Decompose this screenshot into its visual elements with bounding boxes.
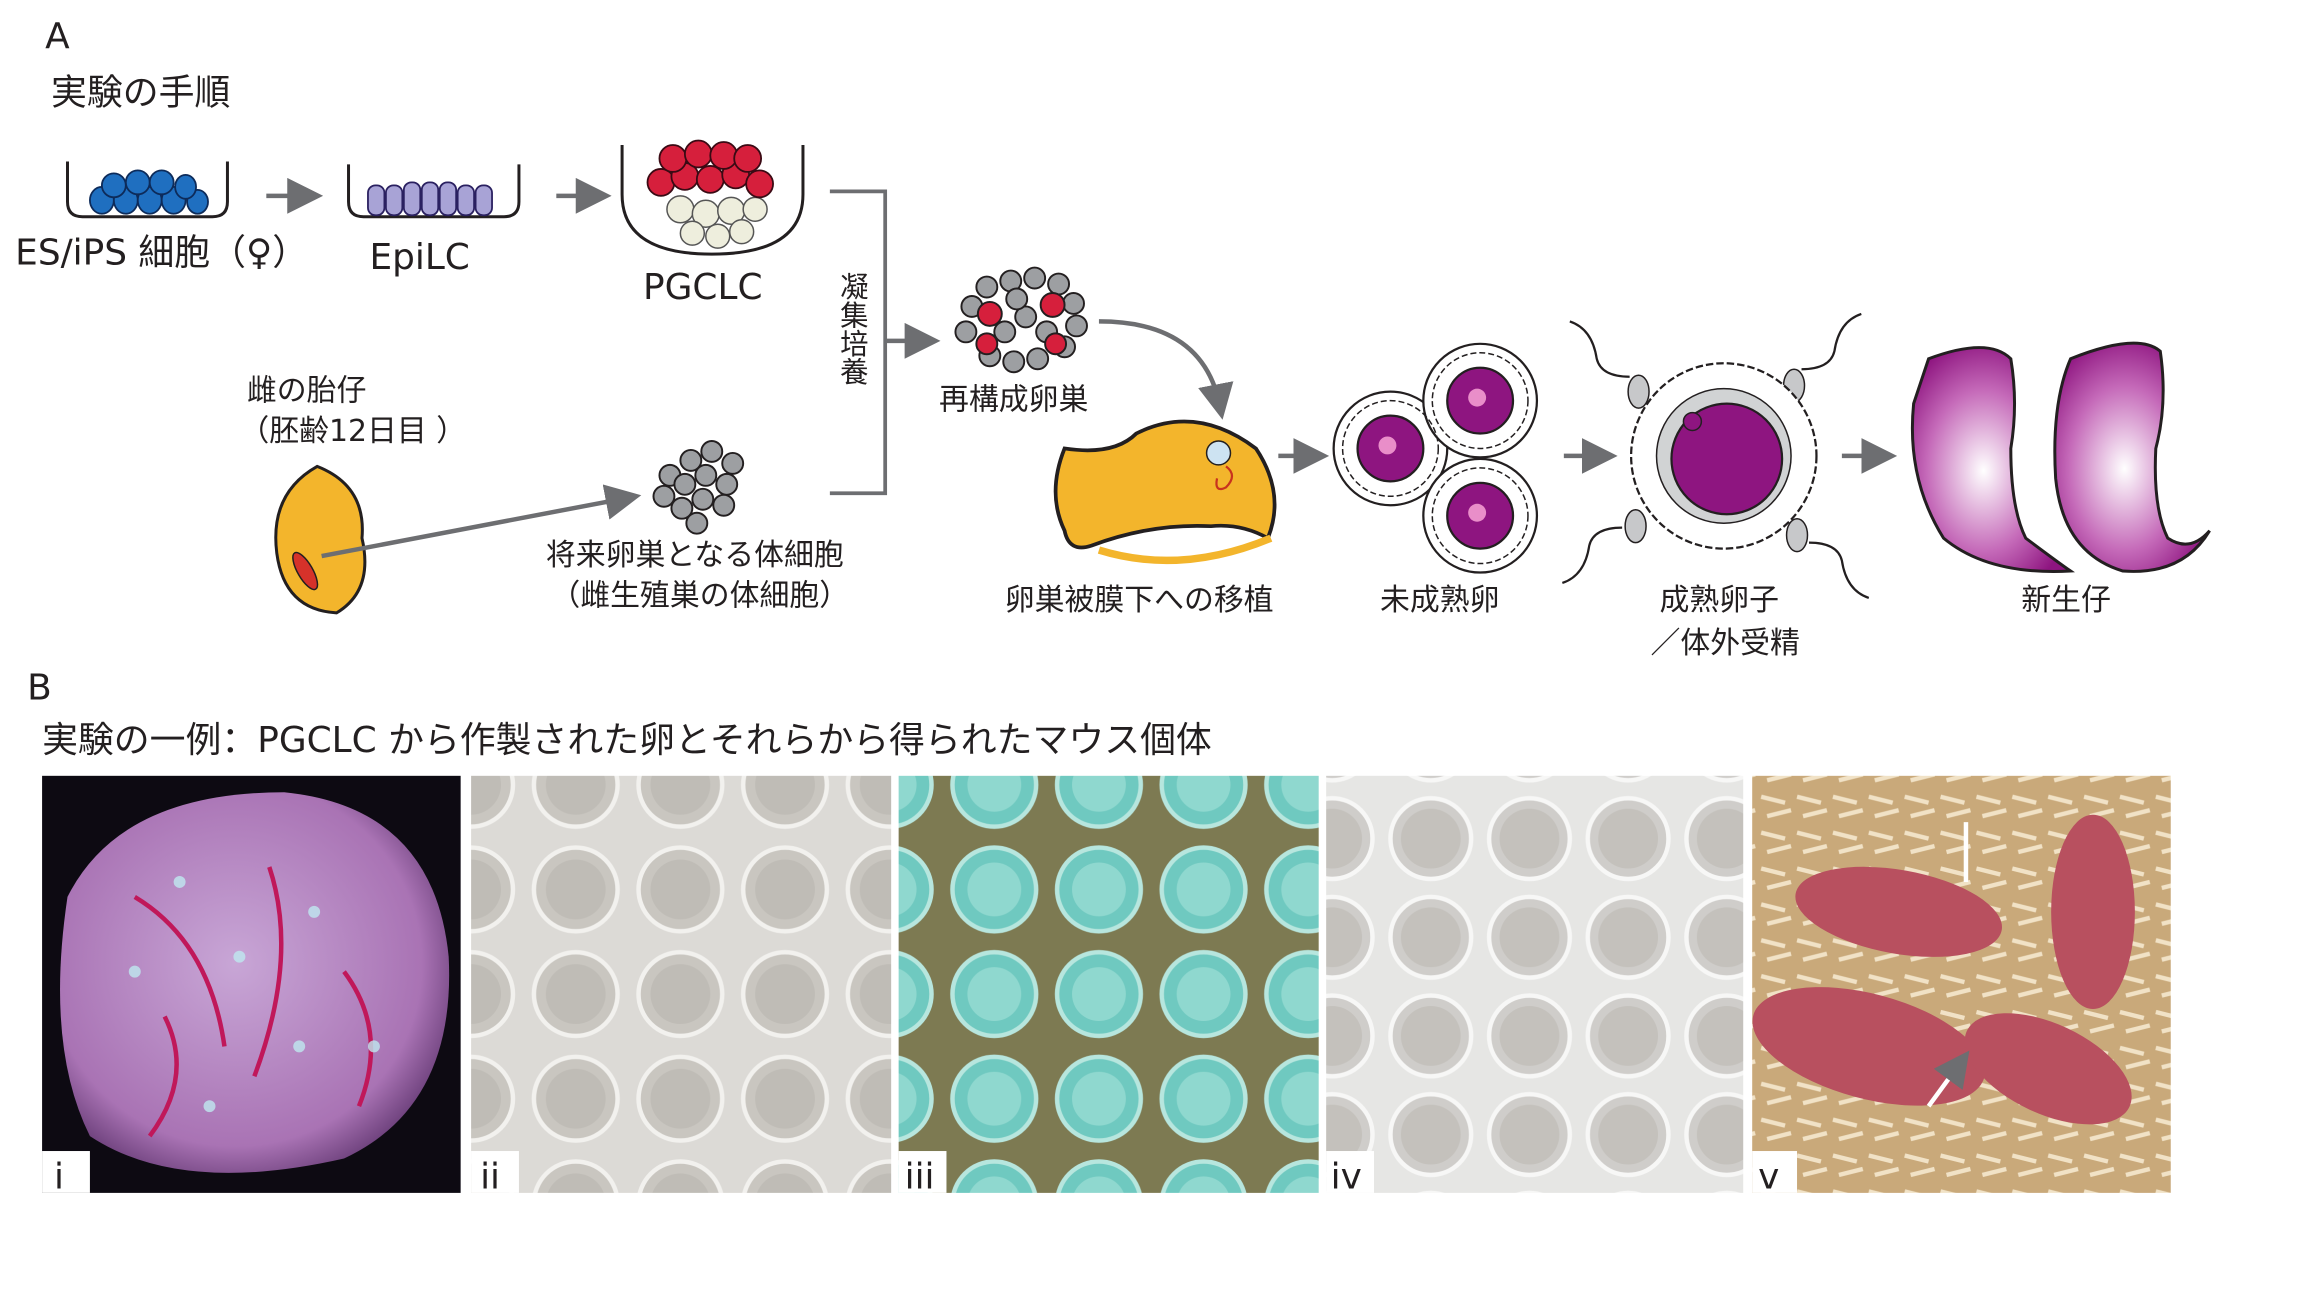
panel-b-title: 実験の一例：PGCLC から作製された卵とそれらから得られたマウス個体: [42, 720, 1212, 761]
panel-b-letter: B: [27, 668, 52, 709]
es-ips-dish: [66, 161, 229, 219]
es-cells: [89, 169, 209, 215]
mature-label-1: 成熟卵子: [1660, 583, 1780, 618]
newborn-label: 新生仔: [2021, 583, 2111, 618]
somatic-label-1: 将来卵巣となる体細胞: [546, 538, 844, 573]
mature-oocyte-icon: [1561, 312, 1870, 600]
somatic-label-2: （雌生殖巣の体細胞）: [550, 578, 849, 613]
mouse-icon: [1053, 419, 1277, 565]
somatic-cells-icon: [652, 440, 745, 535]
epilc-dish: [347, 164, 521, 219]
photo-iv: iv: [1326, 775, 1744, 1197]
photo-iii: iii: [898, 775, 1319, 1197]
photo-label: iv: [1331, 1156, 1362, 1197]
photo-label: ii: [480, 1156, 500, 1197]
photo-label: i: [54, 1156, 64, 1197]
pgclc-label: PGCLC: [643, 267, 762, 308]
immature-oocytes-icon: [1332, 342, 1539, 574]
arrow-curved: [1098, 319, 1234, 420]
embryo-label-2: （胚齢12日目 ）: [239, 414, 466, 449]
photo-v: v: [1752, 775, 2171, 1197]
embryo-label-1: 雌の胎仔: [247, 374, 367, 409]
photo-ii: ii: [471, 775, 892, 1197]
gonad-icon: [292, 551, 319, 591]
aggregation-label: 凝集培養: [836, 272, 869, 386]
mature-label-2: ／体外受精: [1651, 626, 1800, 661]
panel-a-letter: A: [45, 16, 70, 57]
epilc-label: EpiLC: [369, 237, 469, 278]
newborn-pups-icon: [1910, 341, 2211, 573]
panel-a-title: 実験の手順: [51, 73, 230, 114]
reconstituted-ovary-icon: [954, 266, 1088, 374]
reconstituted-ovary-label: 再構成卵巣: [939, 383, 1088, 418]
embryo-icon: [274, 464, 367, 615]
pgclc-dish: [620, 139, 805, 256]
photo-label: iii: [905, 1156, 935, 1197]
arrow-4: [321, 484, 642, 559]
es-ips-label: ES/iPS 細胞（♀）: [15, 233, 308, 274]
transplant-label: 卵巣被膜下への移植: [1005, 583, 1274, 618]
photo-label: v: [1758, 1156, 1779, 1197]
immature-label: 未成熟卵: [1380, 583, 1500, 618]
photo-i: i: [42, 775, 461, 1197]
